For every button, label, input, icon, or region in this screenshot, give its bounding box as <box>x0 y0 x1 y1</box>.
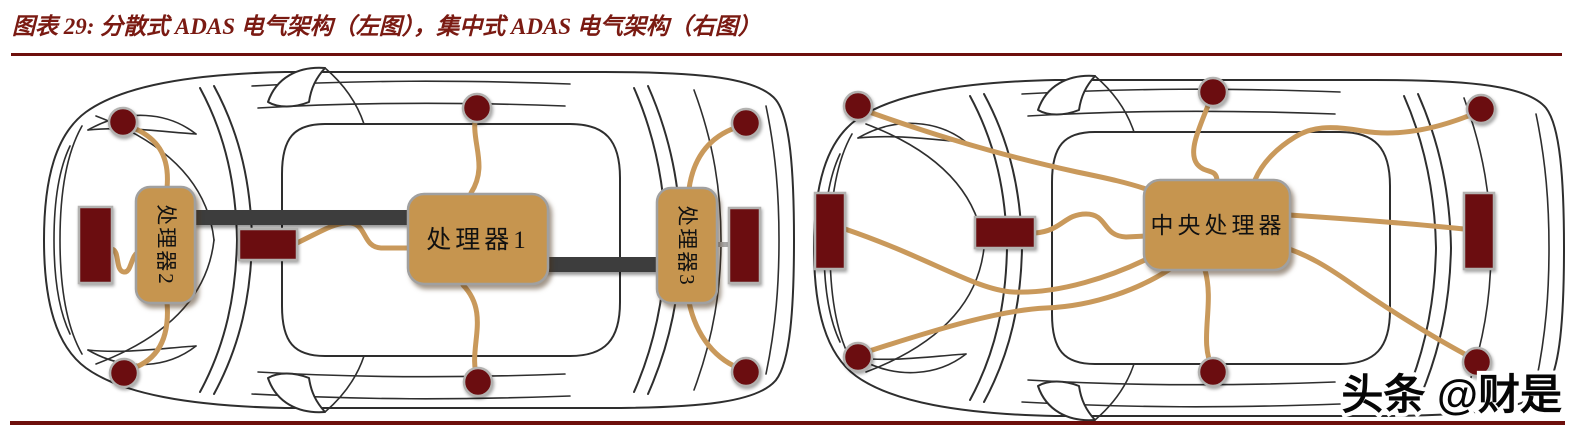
bottom-border-rule <box>10 421 1565 425</box>
left-sensors <box>77 92 762 398</box>
sensor-circle <box>730 107 762 139</box>
wire <box>842 226 1150 295</box>
sensor-circle <box>1465 93 1497 125</box>
sensor-circle <box>108 357 140 389</box>
caption-divider-rule <box>11 53 1562 56</box>
sensor-circle <box>462 366 494 398</box>
right-sensors <box>813 76 1497 388</box>
sensor-rect <box>727 206 762 285</box>
wire <box>109 246 140 275</box>
sensor-connector <box>715 242 733 247</box>
sensor-rect <box>1462 191 1496 271</box>
wire <box>858 106 1149 192</box>
sensor-rect <box>973 215 1037 250</box>
processor2-label: 处理器2 <box>154 204 178 286</box>
wire <box>857 266 1173 357</box>
sensor-rect <box>237 227 299 262</box>
sensor-circle <box>461 92 493 124</box>
central-processor-box <box>1142 178 1292 272</box>
sensor-rect <box>813 191 847 271</box>
central-processor-label: 中央处理器 <box>1151 213 1286 238</box>
sensor-circle <box>730 356 762 388</box>
wire <box>1032 211 1149 240</box>
bus-bar <box>194 210 412 225</box>
right-sensor-wires <box>842 93 1481 372</box>
sensor-circle <box>1197 356 1229 388</box>
processor1-label: 处理器1 <box>426 226 530 254</box>
sensor-circle <box>842 341 874 373</box>
processor2-box <box>134 185 197 305</box>
sensor-circle <box>1461 346 1493 378</box>
bus-bar <box>545 257 659 272</box>
wire <box>1191 93 1220 183</box>
sensor-circle <box>842 90 874 122</box>
sensor-circle <box>107 106 139 138</box>
sensor-circle <box>1197 76 1229 108</box>
wire <box>1252 109 1481 183</box>
processor1-box <box>406 192 550 286</box>
sensor-rect <box>77 205 114 285</box>
processor3-box <box>655 186 719 305</box>
watermark-text: 头条 @财是 <box>1341 371 1562 418</box>
figure-caption: 图表 29: 分散式 ADAS 电气架构（左图），集中式 ADAS 电气架构（右… <box>12 14 761 39</box>
wire <box>1286 246 1477 362</box>
wire <box>1286 212 1467 232</box>
processor3-label: 处理器3 <box>675 205 699 287</box>
